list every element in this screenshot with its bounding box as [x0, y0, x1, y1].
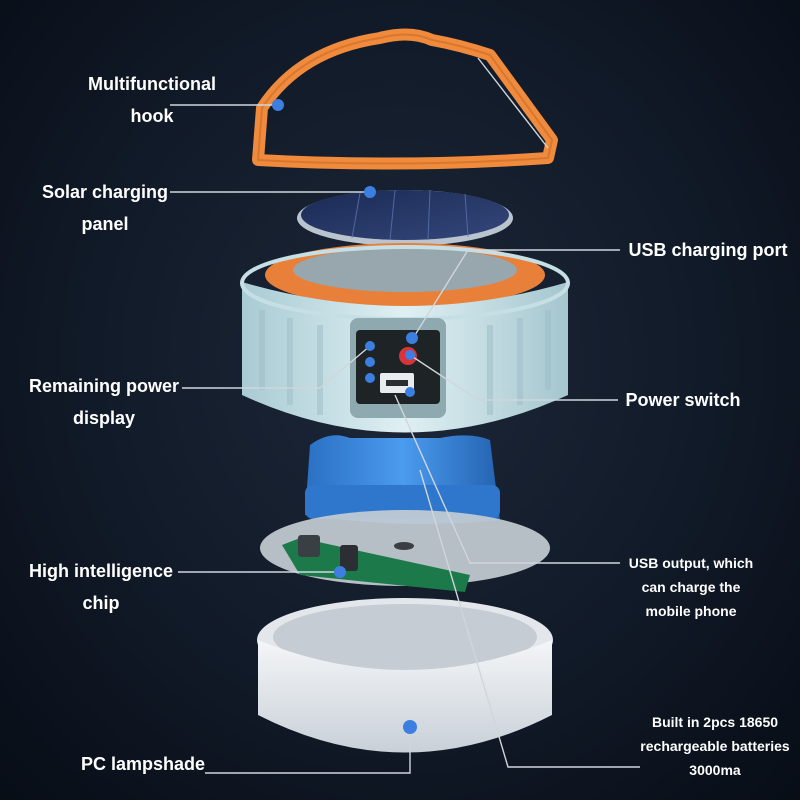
- lantern-body: [240, 245, 570, 433]
- callout-solar-line1: Solar charging: [41, 182, 169, 202]
- callout-remaining-power-line2: display: [72, 408, 136, 428]
- callout-usb-port: USB charging port: [622, 234, 794, 266]
- callout-usb-output-line3: mobile phone: [645, 603, 737, 619]
- callout-remaining-power-line1: Remaining power: [28, 376, 180, 396]
- callout-power-switch: Power switch: [618, 384, 748, 416]
- callout-lampshade-line1: PC lampshade: [80, 754, 206, 774]
- callout-usb-output: USB output, which can charge the mobile …: [618, 551, 764, 623]
- callout-solar: Solar charging panel: [30, 176, 180, 240]
- callout-batteries: Built in 2pcs 18650 rechargeable batteri…: [630, 710, 800, 782]
- circuit-board: [260, 510, 550, 592]
- callout-usb-output-line2: can charge the: [641, 579, 741, 595]
- callout-chip-line1: High intelligence: [28, 561, 174, 581]
- hook: [252, 28, 558, 170]
- callout-remaining-power: Remaining power display: [18, 370, 190, 434]
- callout-batteries-line2: rechargeable batteries: [640, 738, 790, 754]
- callout-chip-line2: chip: [82, 593, 120, 613]
- callout-chip: High intelligence chip: [18, 555, 184, 619]
- callout-batteries-line1: Built in 2pcs 18650: [651, 714, 779, 730]
- callout-solar-line2: panel: [81, 214, 129, 234]
- callout-lampshade: PC lampshade: [70, 748, 216, 780]
- callout-usb-output-line1: USB output, which: [628, 555, 754, 571]
- leader-lines: [170, 57, 640, 774]
- marker-dots: [272, 99, 418, 734]
- callout-hook-line1: Multifunctional: [88, 74, 216, 94]
- battery-pack: [305, 435, 500, 524]
- callout-hook: Multifunctional hook: [72, 68, 232, 132]
- callout-usb-port-line1: USB charging port: [628, 240, 788, 260]
- solar-panel: [297, 189, 513, 246]
- callout-power-switch-line1: Power switch: [625, 390, 741, 410]
- callout-hook-line2: hook: [130, 106, 174, 126]
- callout-batteries-line3: 3000ma: [689, 762, 741, 778]
